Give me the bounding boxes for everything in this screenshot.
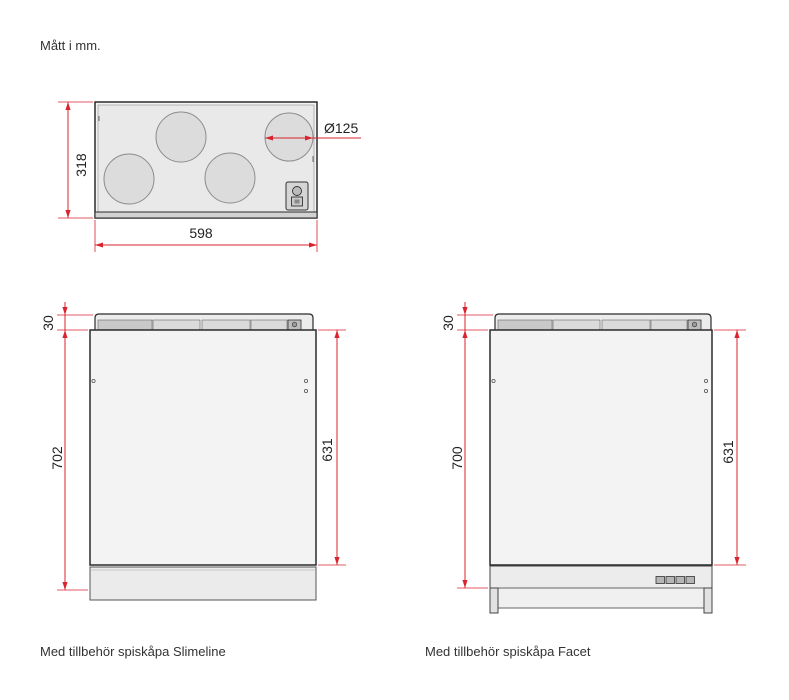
duct-connection-bottom-left xyxy=(103,153,155,205)
body-height-label: 631 xyxy=(720,440,736,464)
diameter-label: Ø125 xyxy=(324,120,358,136)
electrical-connector-icon xyxy=(285,181,309,211)
width-label: 598 xyxy=(189,225,213,241)
mounting-hole xyxy=(704,378,709,383)
facet-hood-leg-right xyxy=(703,587,713,614)
slimeline-caption: Med tillbehör spiskåpa Slimeline xyxy=(40,644,226,659)
top-view: 318 598 Ø125 xyxy=(58,101,361,252)
control-button xyxy=(655,576,665,584)
connector-square-pin xyxy=(294,199,300,204)
control-button xyxy=(675,576,685,584)
top-view-front-edge xyxy=(94,211,318,219)
total-height-label: 702 xyxy=(49,446,65,470)
depth-label: 318 xyxy=(73,153,89,177)
mounting-hole xyxy=(704,388,709,393)
mounting-hole xyxy=(91,378,96,383)
connector-socket xyxy=(691,321,698,328)
facet-hood-leg-left xyxy=(489,587,499,614)
duct-connection-top-right xyxy=(264,112,314,162)
mounting-hole xyxy=(491,378,496,383)
facet-hood-lower xyxy=(493,587,709,609)
unit-body xyxy=(489,329,713,566)
slimeline-hood xyxy=(89,566,317,601)
duct-connection-top-left xyxy=(155,111,207,163)
connector-round-socket xyxy=(292,186,302,196)
duct-connection-bottom-middle xyxy=(204,152,256,204)
facet-view: 30 700 631 Med tillbehör spiskåpa Facet xyxy=(425,302,746,659)
connector-socket xyxy=(291,321,298,328)
mounting-hole xyxy=(303,378,308,383)
total-height-label: 700 xyxy=(449,446,465,470)
unit-body xyxy=(89,329,317,566)
top-height-label: 30 xyxy=(440,315,456,331)
mounting-hole xyxy=(303,388,308,393)
slimeline-view: 30 702 631 Med tillbehör spiskåpa Slimel… xyxy=(40,302,346,659)
facet-caption: Med tillbehör spiskåpa Facet xyxy=(425,644,591,659)
control-button xyxy=(665,576,675,584)
control-button xyxy=(685,576,695,584)
units-note: Mått i mm. xyxy=(40,38,101,53)
body-height-label: 631 xyxy=(319,438,335,462)
top-height-label: 30 xyxy=(40,315,56,331)
